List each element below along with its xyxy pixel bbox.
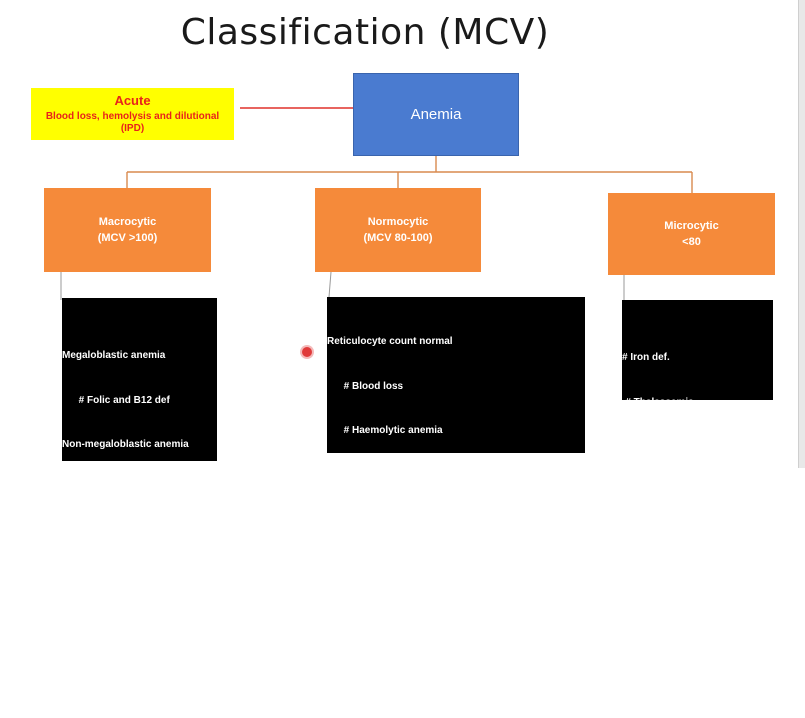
normocytic-list: Reticulocyte count normal # Blood loss #… <box>327 297 585 700</box>
macrocytic-list: Megaloblastic anemia # Folic and B12 def… <box>62 298 217 670</box>
microcytic-sub: <80 <box>682 236 701 248</box>
list-item: # Haemolytic anemia <box>62 526 175 538</box>
list-item: # Hypothyroid <box>327 645 411 657</box>
list-item: # Folic and B12 def <box>62 394 170 406</box>
slide-title: Classification (MCV) <box>180 12 550 53</box>
normocytic-label: Normocytic <box>367 216 429 228</box>
macrocytic-label: Macrocytic <box>98 216 157 228</box>
acute-title: Acute <box>114 93 151 108</box>
list-item: Anemia of inflamation <box>327 689 432 701</box>
anemia-root-label: Anemia <box>410 106 462 123</box>
list-item: ·# Thalassemia <box>622 396 694 408</box>
list-item: Reticulocyte count normal <box>327 336 453 348</box>
anemia-root-box: Anemia <box>353 73 519 156</box>
microcytic-box: Microcytic <80 <box>608 193 775 275</box>
macrocytic-sub: (MCV >100) <box>97 232 158 244</box>
list-item: # Haemolytic anemia <box>327 424 443 436</box>
list-item: Reticulocyte count deficit <box>327 468 449 480</box>
acute-box: Acute Blood loss, hemolysis and dilution… <box>31 88 234 140</box>
list-item: # Blood loss <box>327 380 404 392</box>
list-item: # Anemia of inflamation <box>327 601 457 613</box>
list-item: # Aplastic amenia <box>327 512 428 524</box>
normo-to-list <box>328 271 332 298</box>
list-item: # MDS <box>62 615 104 627</box>
list-item: # Alcoholism <box>62 570 135 582</box>
list-item: # Liver disease <box>62 482 145 494</box>
normocytic-box: Normocytic (MCV 80-100) <box>315 188 481 272</box>
microcytic-label: Microcytic <box>664 220 719 232</box>
acute-subtitle-line2: (IPD) <box>120 123 145 134</box>
macrocytic-box: Macrocytic (MCV >100) <box>44 188 211 272</box>
pointer-cursor-icon <box>302 347 312 357</box>
normocytic-sub: (MCV 80-100) <box>363 232 433 244</box>
connector-lines <box>60 107 693 300</box>
list-item: ·# Anemia of Inflammation <box>622 440 747 452</box>
acute-subtitle-line1: Blood loss, hemolysis and dilutional <box>45 111 220 122</box>
list-item: # CKD <box>327 556 374 568</box>
slide-right-edge <box>798 0 805 468</box>
microcytic-list: # Iron def. ·# Thalassemia ·# Anemia of … <box>622 300 773 496</box>
list-item: ·# Sideroblastic <box>622 484 697 496</box>
list-item: # Hypothyroid <box>62 659 141 671</box>
list-item: # Iron def. <box>622 352 670 364</box>
list-item: Megaloblastic anemia <box>62 350 166 362</box>
list-item: Non-megaloblastic anemia <box>62 438 189 450</box>
